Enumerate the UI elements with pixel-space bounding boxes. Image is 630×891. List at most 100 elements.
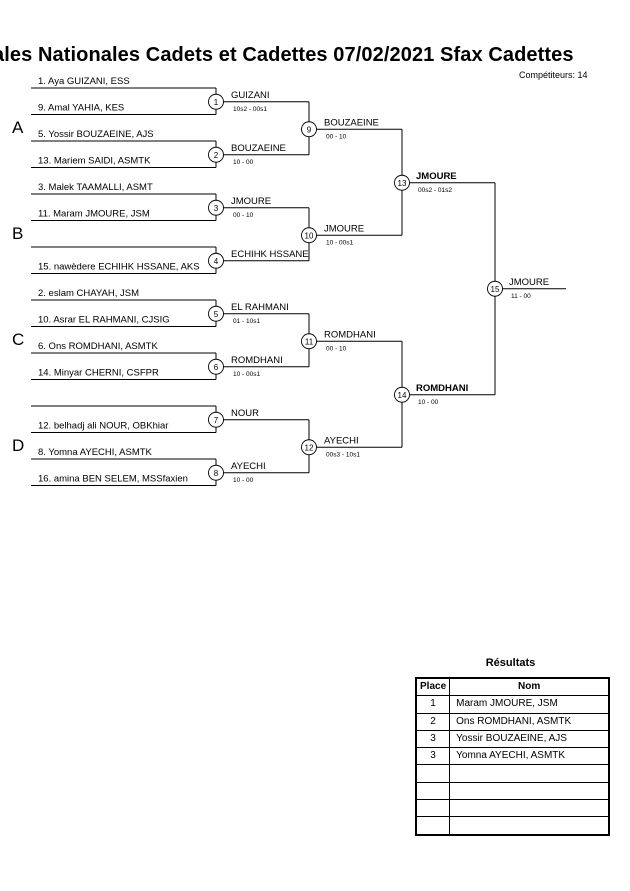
result-place: 1 (415, 695, 451, 714)
match-number-circle (394, 386, 410, 403)
pool-letter-1: A (12, 118, 24, 137)
results-row (415, 816, 610, 836)
match-score: 11 - 00 (511, 293, 531, 300)
result-name: Ons ROMDHANI, ASMTK (449, 712, 610, 731)
match-number: 15 (491, 285, 500, 294)
entrant-name: 9. Amal YAHIA, KES (38, 103, 124, 114)
match-score: 00 - 10 (326, 345, 347, 352)
match-winner: JMOURE (416, 171, 457, 182)
results-title: Résultats (485, 657, 536, 669)
match-score: 10 - 00 (233, 159, 254, 166)
match-winner: JMOURE (324, 223, 364, 234)
match-number-circle (301, 227, 317, 244)
match-number: 1 (214, 98, 219, 107)
col-place-header: Place (415, 677, 451, 697)
result-place: 3 (415, 747, 451, 766)
result-name (449, 781, 610, 801)
entrant-name: 15. nawèdere ECHIHK HSSANE, AKS (38, 262, 200, 273)
match-winner: ROMDHANI (231, 355, 283, 366)
match-number: 14 (398, 391, 407, 400)
match-number-circle (208, 305, 224, 322)
result-name: Maram JMOURE, JSM (449, 695, 610, 714)
match-number: 6 (214, 363, 219, 372)
results-row (415, 799, 610, 818)
entrant-name: 12. belhadj ali NOUR, OBKhiar (38, 421, 168, 432)
match-number: 2 (214, 151, 219, 160)
result-name: Yomna AYECHI, ASMTK (449, 747, 610, 766)
bracket-chart: 1. Aya GUIZANI, ESS 9. Amal YAHIA, KES 5. … (12, 76, 566, 486)
match-winner: ROMDHANI (416, 383, 468, 394)
match-number-circle (208, 464, 224, 481)
match-winner: AYECHI (324, 435, 359, 446)
match-number-circle (487, 280, 503, 297)
page-title: ales Nationales Cadets et Cadettes 07/02… (0, 44, 574, 66)
match-score: 01 - 10s1 (233, 318, 260, 325)
results-row (415, 781, 610, 801)
entrant-name: 16. amina BEN SELEM, MSSfaxien (38, 474, 188, 485)
result-place: 2 (415, 712, 451, 731)
entrant-name: 8. Yomna AYECHI, ASMTK (38, 447, 153, 458)
match-score: 00s3 - 10s1 (326, 451, 360, 458)
match-score: 10 - 00 (233, 477, 254, 484)
match-number: 9 (307, 125, 312, 134)
match-number-circle (208, 146, 224, 163)
match-number-circle (208, 411, 224, 428)
entrant-name: 5. Yossir BOUZAEINE, AJS (38, 129, 154, 140)
col-name-header: Nom (449, 677, 610, 697)
match-winner: BOUZAEINE (324, 117, 379, 128)
match-number: 3 (214, 204, 219, 213)
result-place (415, 816, 451, 836)
match-score: 00s2 - 01s2 (418, 187, 452, 194)
match-winner: ECHIHK HSSANE (231, 249, 309, 260)
entrant-name: 3. Malek TAAMALLI, ASMT (38, 182, 153, 193)
entrant-name: 11. Maram JMOURE, JSM (38, 209, 150, 220)
match-number: 11 (305, 337, 314, 346)
result-place (415, 781, 451, 801)
pool-letter-4: D (12, 436, 24, 455)
match-winner: EL RAHMANI (231, 302, 289, 313)
match-score: 00 - 10 (326, 133, 347, 140)
match-number-circle (208, 199, 224, 216)
match-number-circle (301, 333, 317, 350)
match-score: 00 - 10 (233, 212, 254, 219)
match-number: 12 (305, 443, 314, 452)
match-number-circle (394, 174, 410, 191)
pool-letter-3: C (12, 330, 24, 349)
entrant-name: 6. Ons ROMDHANI, ASMTK (38, 341, 158, 352)
match-number-circle (301, 121, 317, 138)
match-number: 4 (214, 257, 219, 266)
entrant-name: 13. Mariem SAIDI, ASMTK (38, 156, 151, 167)
match-number: 13 (398, 179, 407, 188)
match-winner: NOUR (231, 408, 259, 419)
match-number-circle (301, 439, 317, 456)
match-number-circle (208, 358, 224, 375)
results-header-row: Place Nom (415, 677, 610, 697)
match-score: 10 - 00s1 (233, 371, 260, 378)
match-winner: JMOURE (231, 196, 271, 207)
result-name (449, 816, 610, 836)
result-name: Yossir BOUZAEINE, AJS (449, 729, 610, 749)
match-winner: JMOURE (509, 277, 549, 288)
match-winner: BOUZAEINE (231, 143, 286, 154)
match-score: 10 - 00s1 (326, 239, 353, 246)
result-name (449, 764, 610, 783)
entrant-name: 10. Asrar EL RAHMANI, CJSIG (38, 315, 170, 326)
match-winner: AYECHI (231, 461, 266, 472)
match-number-circle (208, 252, 224, 269)
result-place: 3 (415, 729, 451, 749)
match-number: 5 (214, 310, 219, 319)
match-number: 8 (214, 469, 219, 478)
result-place (415, 764, 451, 783)
entrant-name: 14. Minyar CHERNI, CSFPR (38, 368, 159, 379)
result-place (415, 799, 451, 818)
match-winner: ROMDHANI (324, 329, 376, 340)
match-winner: GUIZANI (231, 90, 270, 101)
match-number: 7 (214, 416, 219, 425)
entrant-name: 1. Aya GUIZANI, ESS (38, 76, 130, 87)
